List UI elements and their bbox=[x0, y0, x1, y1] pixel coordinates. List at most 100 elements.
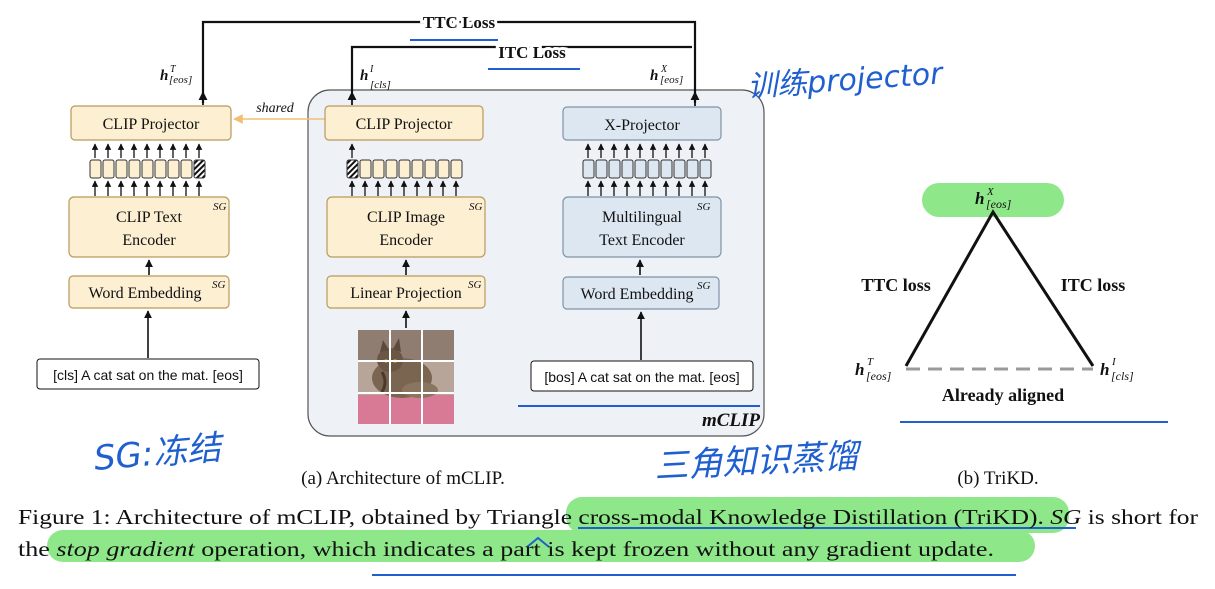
h-top-base: h bbox=[975, 189, 984, 208]
word-embedding-multi-box bbox=[562, 276, 720, 310]
h-image-label: h I [cls] bbox=[360, 64, 391, 91]
caret-mark bbox=[526, 536, 550, 548]
caption-lead: Figure 1: Architecture of mCLIP, obtaine… bbox=[18, 505, 572, 529]
image-token bbox=[372, 159, 385, 179]
h-top-sub: [eos] bbox=[986, 197, 1012, 211]
image-token bbox=[437, 159, 450, 179]
clip-text-encoder-line2: Encoder bbox=[122, 232, 176, 249]
multilingual-encoder-box bbox=[562, 196, 722, 258]
itc-loss-label: ITC Loss bbox=[498, 43, 566, 62]
clip-image-encoder-line1: CLIP Image bbox=[367, 209, 445, 226]
caption-line2: the stop gradient operation, which indic… bbox=[18, 537, 994, 561]
cat-image-patches bbox=[358, 330, 454, 424]
h-left-label: h T [eos] bbox=[855, 356, 892, 383]
x-projector-label: X-Projector bbox=[604, 117, 680, 134]
h-image-sup: I bbox=[369, 64, 374, 75]
multi-token bbox=[634, 159, 647, 179]
h-left-base: h bbox=[855, 360, 864, 379]
caption-sg: SG bbox=[1050, 505, 1081, 529]
already-aligned-label: Already aligned bbox=[942, 385, 1064, 405]
clip-image-encoder-box bbox=[326, 196, 486, 258]
image-token bbox=[450, 159, 463, 179]
text-input-box bbox=[36, 358, 260, 390]
image-token bbox=[385, 159, 398, 179]
h-right-sub: [cls] bbox=[1111, 369, 1134, 383]
h-right-label: h I [cls] bbox=[1100, 356, 1134, 383]
caption-line2-rest: operation, which indicates a part is kep… bbox=[201, 537, 994, 561]
multi-token-arrows-up bbox=[584, 143, 709, 158]
clip-projector-image-label: CLIP Projector bbox=[356, 116, 453, 133]
h-right-base: h bbox=[1100, 360, 1109, 379]
h-top-sup: X bbox=[986, 186, 995, 198]
caption-highlight-line2 bbox=[47, 530, 1035, 562]
image-token-row bbox=[346, 159, 463, 179]
h-image-base: h bbox=[360, 68, 368, 84]
h-left-sup: T bbox=[867, 356, 874, 368]
h-text-label: h T [eos] bbox=[160, 64, 192, 86]
clip-text-encoder-line1: CLIP Text bbox=[116, 209, 183, 226]
text-token bbox=[167, 159, 180, 179]
h-multi-base: h bbox=[650, 68, 658, 84]
linear-projection-box bbox=[326, 275, 486, 309]
sg-tag: SG bbox=[468, 279, 482, 291]
word-embedding-text-box bbox=[68, 275, 230, 309]
sg-tag: SG bbox=[213, 201, 227, 213]
text-token-row bbox=[89, 159, 206, 179]
text-token bbox=[193, 159, 206, 179]
shared-label: shared bbox=[256, 101, 295, 116]
multi-token bbox=[647, 159, 660, 179]
h-multi-label: h X [eos] bbox=[650, 64, 683, 86]
multi-token bbox=[595, 159, 608, 179]
multi-token bbox=[582, 159, 595, 179]
sg-tag: SG bbox=[697, 201, 711, 213]
loss-connectors bbox=[201, 20, 697, 103]
caption-line1: Figure 1: Architecture of mCLIP, obtaine… bbox=[18, 505, 1198, 529]
image-encoder-arrows bbox=[348, 180, 460, 196]
h-top-pill bbox=[922, 183, 1064, 217]
text-token bbox=[154, 159, 167, 179]
clip-projector-image-box bbox=[324, 105, 484, 141]
subcaption-a: (a) Architecture of mCLIP. bbox=[301, 468, 505, 489]
handwritten-trikd-note: 三角知识蒸馏 bbox=[653, 436, 864, 487]
h-multi-sub: [eos] bbox=[660, 74, 683, 86]
image-token bbox=[359, 159, 372, 179]
x-projector-box bbox=[562, 106, 722, 141]
multi-encoder-arrows bbox=[584, 180, 709, 196]
image-token bbox=[398, 159, 411, 179]
h-right-sup: I bbox=[1111, 356, 1117, 368]
text-token bbox=[89, 159, 102, 179]
itc-loss-side-label: ITC loss bbox=[1061, 275, 1126, 295]
sg-tag: SG bbox=[697, 280, 711, 292]
multilingual-encoder-line2: Text Encoder bbox=[599, 232, 685, 249]
multi-token bbox=[608, 159, 621, 179]
text-token-arrows-up bbox=[91, 143, 203, 158]
h-text-base: h bbox=[160, 68, 168, 84]
handwritten-sg-note: SG:冻结 bbox=[92, 428, 227, 479]
multilingual-encoder-line1: Multilingual bbox=[602, 209, 683, 226]
ttc-loss-side-label: TTC loss bbox=[861, 275, 931, 295]
ttc-loss-label: TTC Loss bbox=[423, 13, 496, 32]
multi-token bbox=[699, 159, 712, 179]
text-input-label: [cls] A cat sat on the mat. [eos] bbox=[53, 367, 243, 383]
clip-projector-text-label: CLIP Projector bbox=[103, 116, 200, 133]
h-text-sup: T bbox=[170, 64, 177, 75]
multi-token bbox=[621, 159, 634, 179]
caption-trikd: cross-modal Knowledge Distillation (TriK… bbox=[578, 505, 1043, 529]
caption-stop-gradient: stop gradient bbox=[56, 537, 196, 561]
text-encoder-arrows bbox=[91, 180, 203, 196]
linear-projection-label: Linear Projection bbox=[350, 285, 462, 302]
triangle-sides bbox=[904, 209, 1095, 367]
h-multi-sup: X bbox=[660, 64, 668, 75]
text-token bbox=[115, 159, 128, 179]
caption-the: the bbox=[18, 537, 50, 561]
multi-token bbox=[686, 159, 699, 179]
h-left-sub: [eos] bbox=[866, 369, 892, 383]
sg-tag: SG bbox=[212, 279, 226, 291]
subcaption-b: (b) TriKD. bbox=[957, 468, 1038, 489]
text-token bbox=[128, 159, 141, 179]
multi-input-box bbox=[530, 360, 754, 392]
handwritten-projector-note: 训练projector bbox=[746, 56, 945, 105]
caption-after-sg: is short for bbox=[1088, 505, 1198, 529]
image-token bbox=[411, 159, 424, 179]
